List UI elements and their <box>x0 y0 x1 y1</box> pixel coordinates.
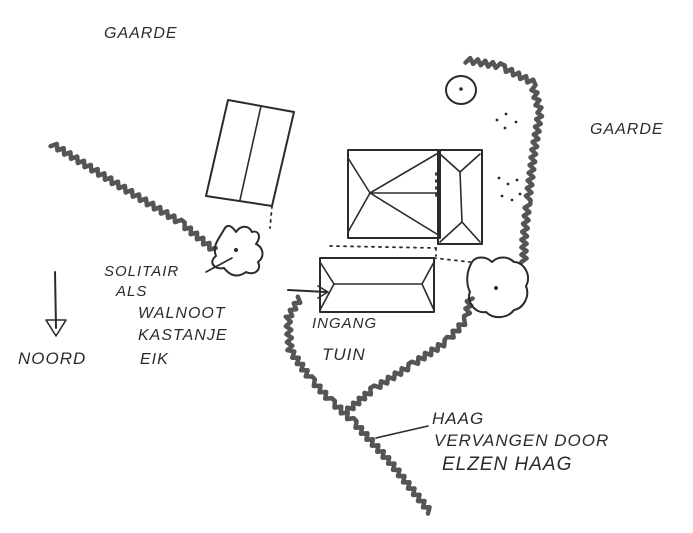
dotted-boundary-west <box>269 205 273 229</box>
hedge-east-boundary <box>463 55 545 265</box>
label-kastanje: KASTANJE <box>138 327 228 344</box>
shed-entrance <box>319 257 435 313</box>
label-eik: EIK <box>140 351 169 368</box>
label-vervangen-door: VERVANGEN DOOR <box>434 431 609 450</box>
label-gaarde-right: GAARDE <box>590 121 664 138</box>
label-ingang: INGANG <box>312 315 377 332</box>
dotted-boundary-east <box>433 257 471 263</box>
hedge-label-leader <box>375 425 429 439</box>
label-elzen-haag: ELZEN HAAG <box>442 454 572 475</box>
farmhouse-wing <box>437 149 483 245</box>
tree-east-blob <box>466 256 530 318</box>
label-gaarde-top-left: GAARDE <box>104 25 178 42</box>
farmhouse-main <box>347 149 441 239</box>
label-walnoot: WALNOOT <box>138 305 226 322</box>
entrance-arrow <box>287 285 329 299</box>
hedge-diagonal-west <box>48 141 218 252</box>
label-noord: NOORD <box>18 349 86 368</box>
tree-circle-northeast <box>445 75 477 105</box>
label-tuin: TUIN <box>322 345 366 364</box>
tree-dots-east <box>495 112 522 202</box>
north-arrow <box>45 271 67 337</box>
label-haag: HAAG <box>432 409 484 428</box>
label-als: ALS <box>115 283 147 300</box>
hedge-south-to-entrance <box>283 294 432 516</box>
solitary-tree <box>205 224 264 277</box>
dotted-boundary-yard <box>329 245 437 249</box>
hedge-entrance-curve <box>344 296 475 417</box>
outbuilding-west <box>205 99 295 207</box>
solitary-tree-leader <box>205 257 233 273</box>
label-solitair: SOLITAIR <box>104 263 179 280</box>
